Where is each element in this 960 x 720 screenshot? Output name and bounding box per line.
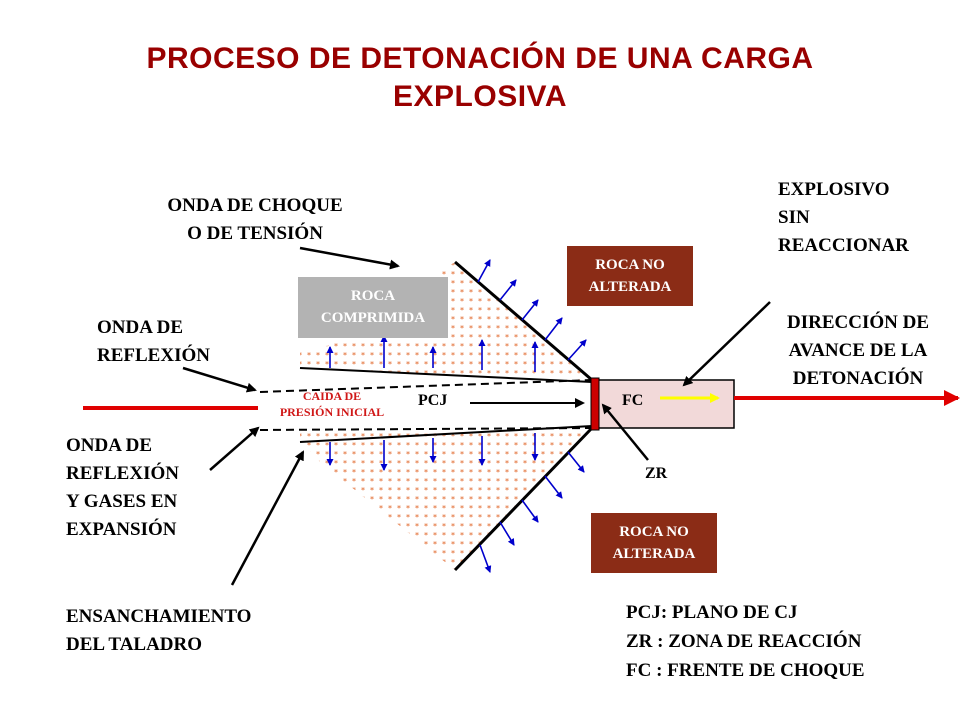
onda-choque-label: ONDA DE CHOQUE O DE TENSIÓN: [140, 192, 370, 248]
roca-comprimida-line-2: COMPRIMIDA: [320, 310, 426, 326]
onda-reflexion-line-2: REFLEXIÓN: [97, 345, 210, 366]
reflexion-gases-line-3: Y GASES EN: [66, 491, 178, 512]
reflexion-gases-label: ONDA DE REFLEXIÓN Y GASES EN EXPANSIÓN: [66, 432, 179, 544]
direccion-line-2: AVANCE DE LA: [788, 340, 928, 361]
upper-borehole-wall: [299, 367, 593, 383]
caida-line-2: PRESIÓN INICIAL: [279, 405, 385, 419]
caida-presion-label: CAIDA DE PRESIÓN INICIAL: [258, 388, 406, 420]
ensanchamiento-line-1: ENSANCHAMIENTO: [66, 606, 252, 627]
ensanchamiento-pointer: [230, 450, 305, 586]
legend-fc: FC : FRENTE DE CHOQUE: [626, 660, 865, 681]
upper-pressure-arrows: [326, 335, 539, 372]
zr-label: ZR: [645, 465, 668, 482]
title-line-2: EXPLOSIVA: [393, 80, 567, 113]
onda-choque-line-1: ONDA DE CHOQUE: [167, 195, 343, 216]
explosivo-line-2: SIN: [778, 207, 810, 228]
roca-comprimida-box: ROCA COMPRIMIDA: [298, 277, 448, 338]
reflexion-gases-line-2: REFLEXIÓN: [66, 463, 179, 484]
caida-line-1: CAIDA DE: [302, 389, 362, 403]
direccion-label: DIRECCIÓN DE AVANCE DE LA DETONACIÓN: [758, 309, 958, 393]
legend: PCJ: PLANO DE CJ ZR : ZONA DE REACCIÓN F…: [626, 598, 865, 685]
upper-diagonal-arrows: [477, 259, 587, 361]
onda-reflexion-line-1: ONDA DE: [97, 317, 184, 338]
ensanchamiento-line-2: DEL TALADRO: [66, 634, 203, 655]
ensanchamiento-label: ENSANCHAMIENTO DEL TALADRO: [66, 603, 251, 659]
zr-pointer: [601, 403, 649, 461]
page-title: PROCESO DE DETONACIÓN DE UNA CARGA EXPLO…: [0, 40, 960, 116]
roca-top-line-1: ROCA NO: [595, 257, 665, 273]
roca-top-line-2: ALTERADA: [588, 279, 672, 295]
onda-choque-line-2: O DE TENSIÓN: [187, 223, 323, 244]
pcj-label: PCJ: [418, 392, 448, 409]
roca-bottom-line-1: ROCA NO: [619, 524, 689, 540]
roca-no-alterada-top-box: ROCA NO ALTERADA: [567, 246, 693, 306]
roca-comprimida-line-1: ROCA: [350, 288, 396, 304]
lower-borehole-wall: [299, 425, 593, 443]
reflexion-gases-line-4: EXPANSIÓN: [66, 519, 177, 540]
onda-reflexion-pointer: [182, 366, 257, 393]
reaction-zone-bar: [590, 377, 600, 431]
roca-bottom-line-2: ALTERADA: [612, 546, 696, 562]
direccion-line-1: DIRECCIÓN DE: [787, 312, 929, 333]
fc-label: FC: [622, 392, 644, 409]
lower-pressure-arrows: [326, 433, 539, 471]
explosivo-line-3: REACCIONAR: [778, 235, 909, 256]
explosivo-label: EXPLOSIVO SIN REACCIONAR: [778, 176, 909, 260]
legend-pcj: PCJ: PLANO DE CJ: [626, 602, 798, 623]
legend-zr: ZR : ZONA DE REACCIÓN: [626, 631, 862, 652]
title-line-1: PROCESO DE DETONACIÓN DE UNA CARGA: [146, 42, 814, 75]
lower-compressed-zone: [300, 428, 590, 570]
lower-diagonal-arrows: [479, 451, 585, 573]
reflexion-gases-pointer: [209, 426, 260, 471]
onda-choque-pointer: [299, 246, 400, 270]
reflexion-gases-line-1: ONDA DE: [66, 435, 153, 456]
roca-no-alterada-bottom-box: ROCA NO ALTERADA: [591, 513, 717, 573]
direccion-line-3: DETONACIÓN: [792, 368, 924, 389]
explosivo-pointer: [682, 301, 771, 387]
upper-dashed-line: [259, 379, 593, 393]
unreacted-explosive: [591, 379, 735, 429]
onda-reflexion-label: ONDA DE REFLEXIÓN: [97, 314, 210, 370]
lower-cone-line: [453, 426, 594, 572]
explosivo-line-1: EXPLOSIVO: [778, 179, 890, 200]
lower-dashed-line: [259, 427, 593, 431]
